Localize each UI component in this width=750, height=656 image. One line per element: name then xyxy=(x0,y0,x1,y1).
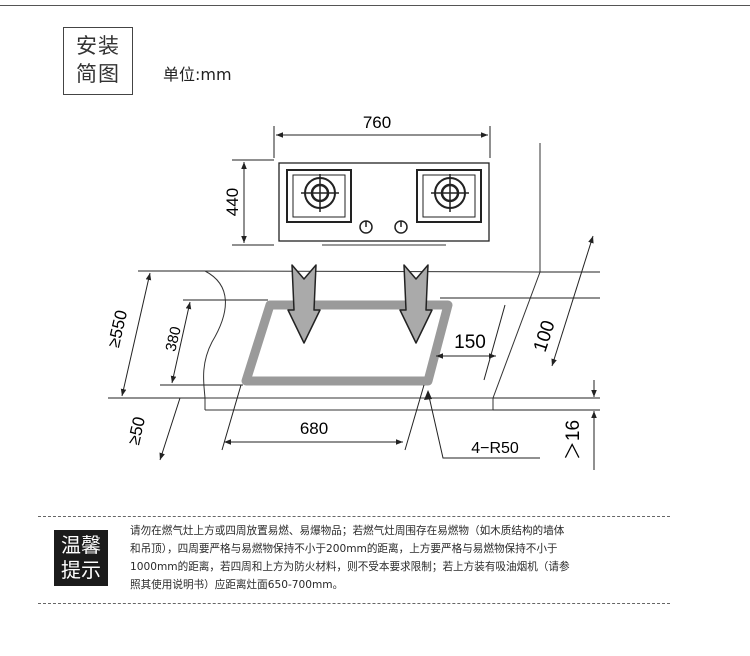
tip-badge: 温馨 提示 xyxy=(54,530,108,586)
dim-680-ext-left xyxy=(221,384,242,451)
dim-380-label: 380 xyxy=(163,325,185,353)
control-knob-right-icon xyxy=(394,220,408,234)
tip-line-3: 1000mm的距离，若四周和上方为防火材料，则不受本要求限制；若上方装有吸油烟机… xyxy=(130,561,570,573)
dim-380-line xyxy=(170,301,192,384)
install-arrow-left-icon xyxy=(287,264,321,344)
title-box: 安装 简图 xyxy=(63,27,133,95)
dim-150-label: 150 xyxy=(454,332,486,353)
dim-100-label: 100 xyxy=(530,318,560,355)
divider-top xyxy=(38,516,670,517)
tip-line-1: 请勿在燃气灶上方或四周放置易燃、易爆物品；若燃气灶周围存在易燃物（如木质结构的墙… xyxy=(130,525,565,537)
tip-line-4: 照其使用说明书）应距离灶面650-700mm。 xyxy=(130,579,344,591)
dim-100-line xyxy=(551,235,594,367)
unit-label: 单位:mm xyxy=(163,65,232,84)
countertop-outline xyxy=(203,270,541,399)
tip-text: 请勿在燃气灶上方或四周放置易燃、易爆物品；若燃气灶周围存在易燃物（如木质结构的墙… xyxy=(130,522,662,594)
dim-680-label: 680 xyxy=(300,419,328,438)
tip-line-2: 和吊顶），四周要严格与易燃物保持不小于200mm的距离，上方要严格与易燃物保持不… xyxy=(130,543,558,555)
installation-diagram: 760 440 ≥550 380 ≥50 680 150 100 ＞16 4−R… xyxy=(104,113,600,470)
dim-150-ext-right xyxy=(483,304,506,381)
cutout-hole xyxy=(241,300,453,386)
radius-leader xyxy=(427,391,540,459)
tip-badge-line-1: 温馨 xyxy=(61,533,101,557)
dim-440-label: 440 xyxy=(223,188,242,216)
dim-680-ext-right xyxy=(404,384,425,451)
tip-badge-line-2: 提示 xyxy=(61,558,101,582)
dim-550-label: ≥550 xyxy=(104,308,131,349)
title-line-1: 安装 xyxy=(76,34,120,58)
divider-bottom xyxy=(38,603,670,604)
control-knob-left-icon xyxy=(359,220,373,234)
dim-50-ext-front xyxy=(159,397,181,461)
install-arrow-right-icon xyxy=(399,264,433,344)
dim-550-line xyxy=(120,272,152,397)
top-rule xyxy=(0,5,750,6)
radius-leader-arrow xyxy=(424,390,432,400)
dim-16-label: ＞16 xyxy=(563,420,584,460)
radius-label: 4−R50 xyxy=(471,440,519,457)
title-line-2: 简图 xyxy=(76,62,120,86)
cooktop-body xyxy=(278,162,490,242)
burner-left-icon xyxy=(286,169,352,223)
burner-right-icon xyxy=(416,169,482,223)
dim-50-label: ≥50 xyxy=(124,415,149,447)
dim-760-label: 760 xyxy=(363,113,391,132)
